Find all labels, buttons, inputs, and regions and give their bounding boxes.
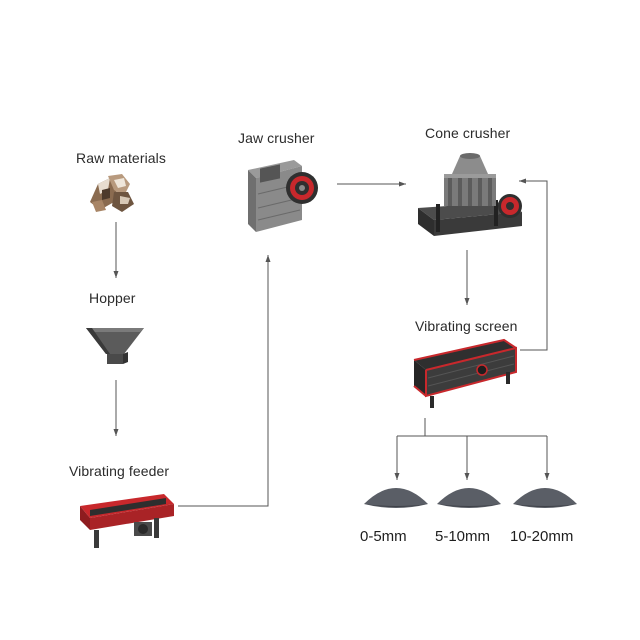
vibrating-screen-image bbox=[413, 338, 517, 408]
product-label-0-5mm: 0-5mm bbox=[360, 528, 407, 545]
label-vibrating-screen: Vibrating screen bbox=[415, 318, 518, 334]
label-hopper: Hopper bbox=[89, 290, 136, 306]
hopper-image bbox=[86, 328, 144, 364]
product-label-10-20mm: 10-20mm bbox=[510, 528, 574, 545]
label-cone-crusher: Cone crusher bbox=[425, 125, 511, 141]
vibrating-feeder-image bbox=[80, 494, 174, 548]
label-raw-materials: Raw materials bbox=[76, 150, 166, 166]
product-label-5-10mm: 5-10mm bbox=[435, 528, 491, 545]
jaw-crusher-image bbox=[248, 160, 318, 232]
stockpile-0-5mm-image bbox=[364, 488, 428, 508]
label-jaw-crusher: Jaw crusher bbox=[238, 130, 315, 146]
cone-crusher-image bbox=[418, 153, 522, 236]
stockpile-10-20mm-image bbox=[513, 488, 577, 508]
label-vibrating-feeder: Vibrating feeder bbox=[69, 463, 170, 479]
raw-materials-rock-image bbox=[90, 174, 134, 212]
arrow-feeder-to-jaw bbox=[178, 255, 271, 507]
stockpile-5-10mm-image bbox=[437, 488, 501, 508]
